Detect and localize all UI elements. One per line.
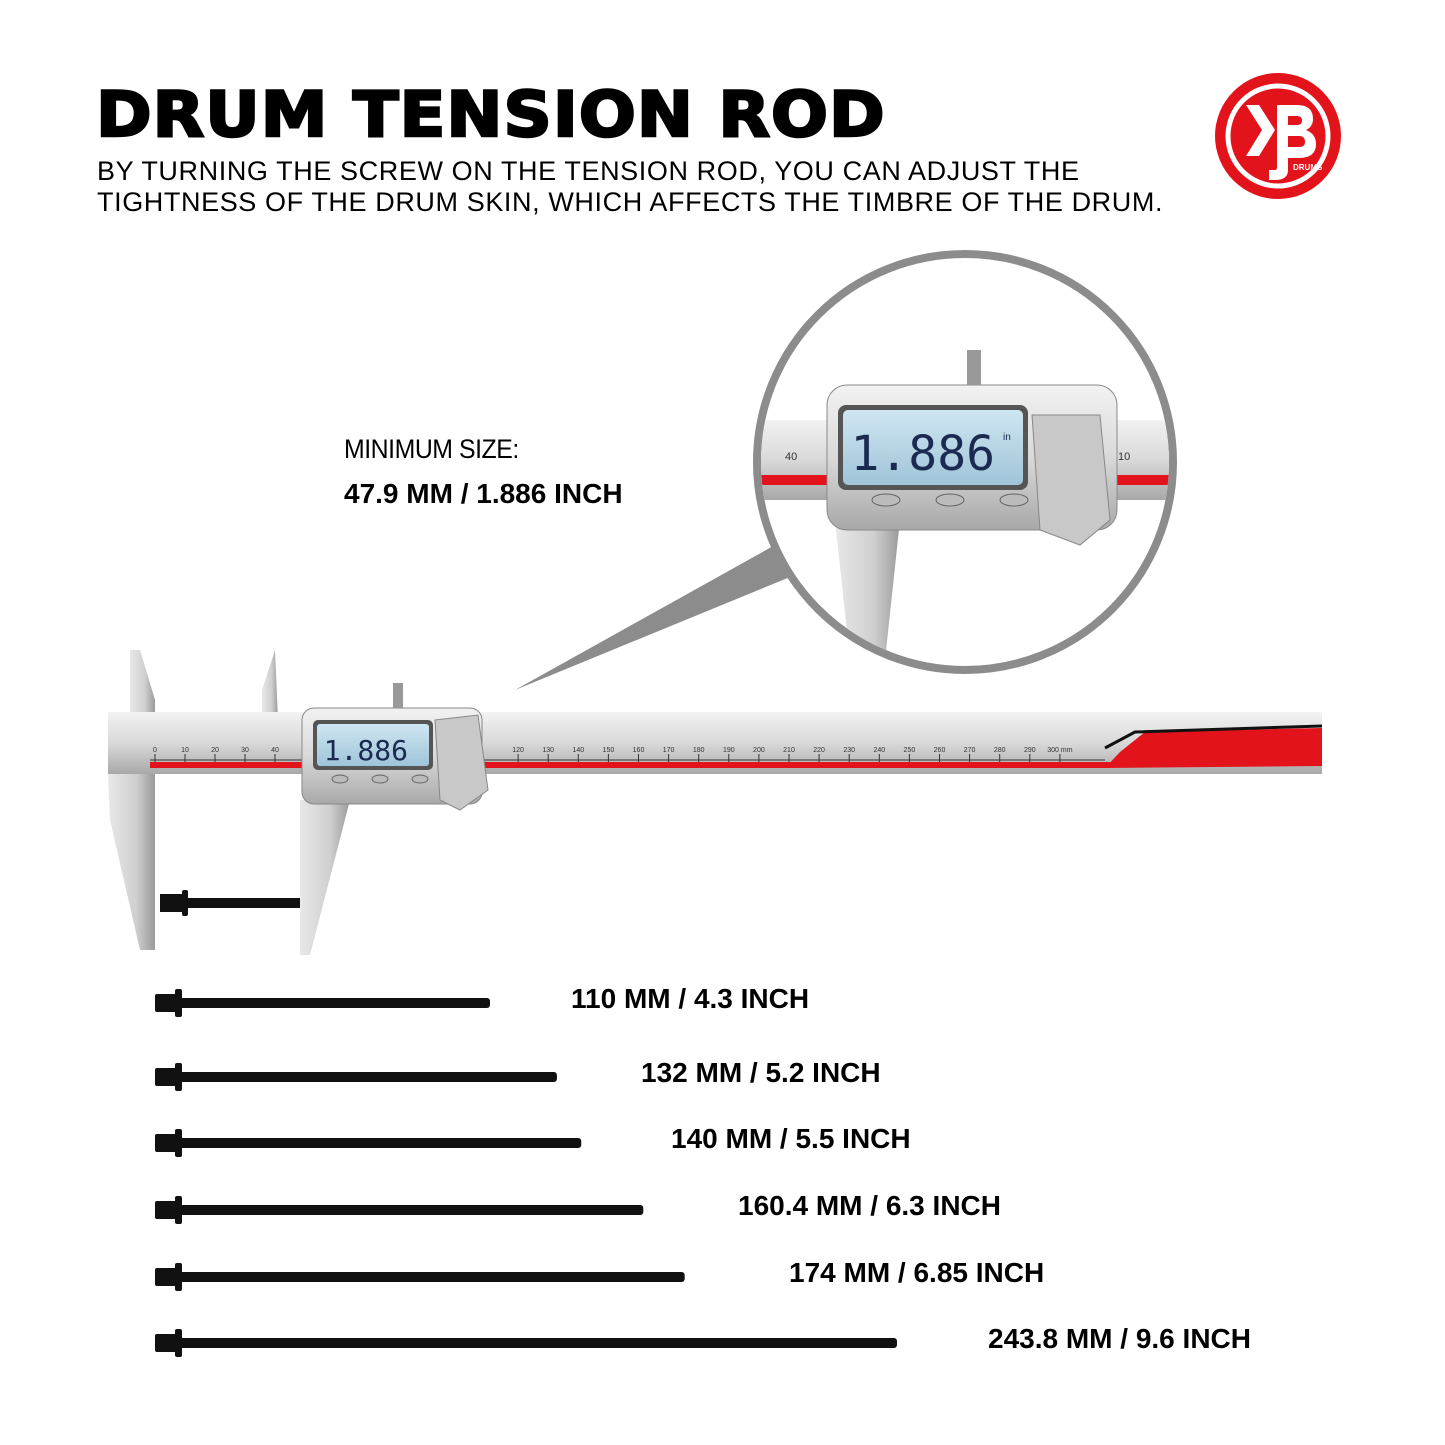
scale-label: 290 xyxy=(1024,747,1036,754)
magnified-display-unit: in xyxy=(1003,432,1011,443)
scale-label: 270 xyxy=(964,747,976,754)
scale-label: 280 xyxy=(994,747,1006,754)
scale-label: 20 xyxy=(211,747,219,754)
scale-label: 40 xyxy=(271,747,279,754)
rod-size-label: 140 MM / 5.5 INCH xyxy=(671,1123,911,1154)
caliper-display-reading: 1.886 xyxy=(324,734,408,767)
tension-rod xyxy=(155,1196,644,1224)
rod-size-label: 243.8 MM / 9.6 INCH xyxy=(988,1323,1251,1354)
scale-label: 300 mm xyxy=(1047,747,1072,754)
scale-label: 220 xyxy=(813,747,825,754)
minimum-size-value: 47.9 MM / 1.886 INCH xyxy=(344,478,623,509)
scale-label: 160 xyxy=(633,747,645,754)
scale-label: 260 xyxy=(934,747,946,754)
scale-label: 120 xyxy=(512,747,524,754)
rod-size-label: 132 MM / 5.2 INCH xyxy=(641,1057,881,1088)
scale-label: 230 xyxy=(843,747,855,754)
scale-label: 200 xyxy=(753,747,765,754)
rod-size-label: 110 MM / 4.3 INCH xyxy=(571,983,810,1014)
scale-label: 150 xyxy=(603,747,615,754)
scale-label: 250 xyxy=(904,747,916,754)
scale-label: 170 xyxy=(663,747,675,754)
scale-label: 10 xyxy=(181,747,189,754)
page-subtitle: BY TURNING THE SCREW ON THE TENSION ROD,… xyxy=(97,156,1164,217)
magnifier-callout: 40 10 1.886 in xyxy=(515,250,1177,690)
kb-drums-logo: DRUMS xyxy=(1215,73,1341,199)
svg-text:40: 40 xyxy=(785,451,797,463)
scale-label: 30 xyxy=(241,747,249,754)
tension-rod xyxy=(155,1263,685,1291)
tension-rod xyxy=(155,989,490,1017)
rod-size-label: 160.4 MM / 6.3 INCH xyxy=(738,1190,1001,1221)
svg-text:10: 10 xyxy=(1118,451,1130,463)
scale-label: 140 xyxy=(572,747,584,754)
scale-label: 190 xyxy=(723,747,735,754)
scale-label: 210 xyxy=(783,747,795,754)
tension-rod xyxy=(155,1129,582,1157)
magnified-display-reading: 1.886 xyxy=(851,426,996,482)
tension-rod xyxy=(155,1063,557,1091)
rod-size-label: 174 MM / 6.85 INCH xyxy=(789,1257,1045,1288)
scale-label: 0 xyxy=(153,747,157,754)
scale-label: 180 xyxy=(693,747,705,754)
scale-label: 130 xyxy=(542,747,554,754)
scale-label: 240 xyxy=(873,747,885,754)
page-title: DRUM TENSION ROD xyxy=(95,77,886,153)
svg-text:DRUMS: DRUMS xyxy=(1293,163,1323,172)
tension-rod xyxy=(155,1329,897,1357)
digital-caliper: 0 10 20 30 40 120 130 140 150 160 170 180 190 200 210 2… xyxy=(108,650,1323,955)
minimum-size-label: MINIMUM SIZE: xyxy=(344,434,519,464)
